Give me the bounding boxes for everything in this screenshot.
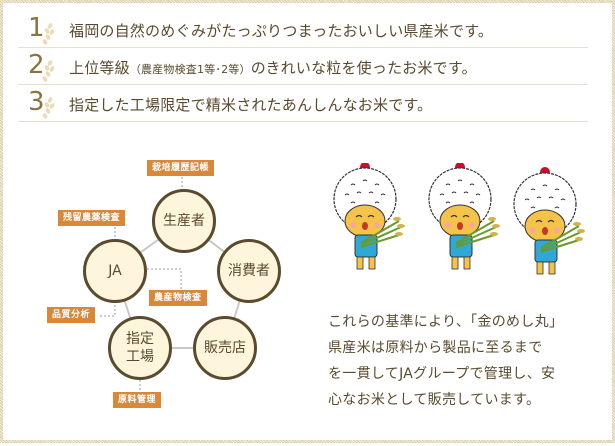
wheat-icon (42, 97, 55, 119)
feature-text: 上位等級（農産物検査1等･2等）のきれいな粒を使ったお米です。 (69, 57, 477, 78)
node-consumer: 消費者 (217, 239, 281, 303)
tag-quality-analysis: 品質分析 (47, 307, 96, 323)
wheat-icon (42, 23, 55, 45)
feature-number: 2 (28, 50, 45, 80)
traceability-diagram: 生産者 JA 消費者 指定 工場 販売店 栽培履歴記帳 残留農薬検査 農産物検査… (3, 3, 323, 446)
node-factory: 指定 工場 (108, 316, 172, 380)
feature-text-note: （農産物検査1等･2等） (129, 63, 251, 76)
feature-item-3: 3 指定した工場限定で精米されたあんしんなお米です。 (18, 85, 588, 122)
node-factory-line1: 指定 (126, 331, 154, 347)
feature-number: 1 (28, 13, 45, 43)
tag-pesticide-test: 残留農薬検査 (58, 210, 126, 226)
summary-line: を一貫してJAグループで管理し、安 (328, 366, 556, 382)
tag-cultivation-record: 栽培履歴記帳 (147, 160, 215, 176)
node-factory-line2: 工場 (126, 349, 154, 365)
mascot-2 (428, 163, 501, 270)
feature-list: 1 福岡の自然のめぐみがたっぷりつまったおいしい県産米です。 2 上位等級（農産… (18, 11, 588, 122)
feature-item-2: 2 上位等級（農産物検査1等･2等）のきれいな粒を使ったお米です。 (18, 48, 588, 85)
wheat-icon (42, 60, 55, 82)
summary-line: 県産米は原料から製品に至るまで (328, 340, 543, 356)
summary-paragraph: これらの基準により、「金のめし丸」 県産米は原料から製品に至るまで を一貫してJ… (328, 309, 598, 413)
feature-text: 指定した工場限定で精米されたあんしんなお米です。 (69, 96, 433, 114)
summary-line: 心なお米として販売しています。 (328, 392, 541, 408)
node-producer: 生産者 (152, 189, 216, 253)
feature-text: 福岡の自然のめぐみがたっぷりつまったおいしい県産米です。 (69, 22, 494, 40)
feature-text-main: 上位等級 (69, 59, 130, 77)
feature-item-1: 1 福岡の自然のめぐみがたっぷりつまったおいしい県産米です。 (18, 11, 588, 48)
mascot-illustrations (333, 163, 586, 275)
feature-text-main: のきれいな粒を使ったお米です。 (250, 59, 477, 77)
tag-material-management: 原料管理 (113, 392, 162, 408)
mascot-1 (333, 163, 406, 270)
feature-number: 3 (28, 87, 45, 117)
mascot-3 (513, 166, 586, 275)
node-ja: JA (83, 239, 147, 303)
tag-produce-inspection: 農産物検査 (149, 290, 207, 306)
node-retailer: 販売店 (193, 316, 257, 380)
summary-line: これらの基準により、「金のめし丸」 (328, 314, 564, 330)
